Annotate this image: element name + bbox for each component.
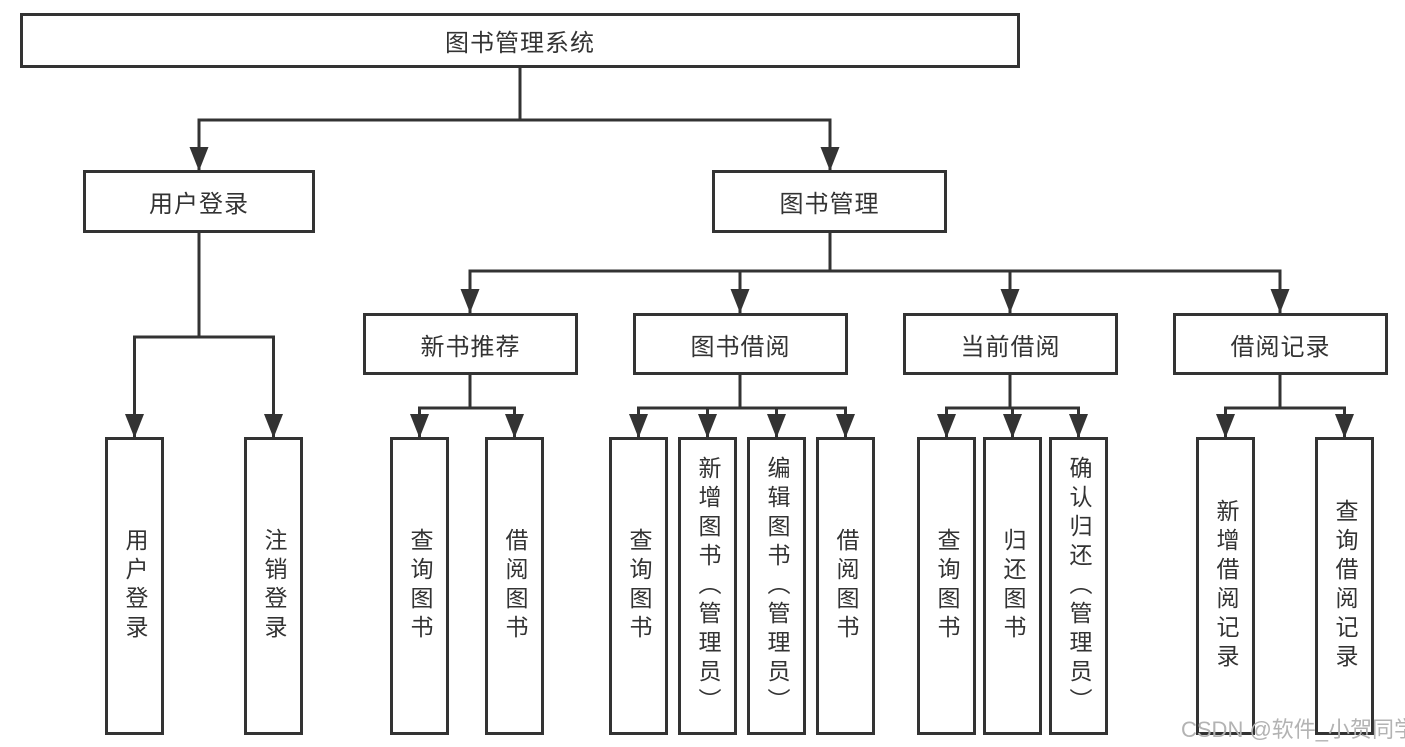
leaf-label: 借阅图书	[833, 528, 859, 644]
leaf-add-book-admin: 新增图书（管理员）	[678, 437, 737, 735]
leaf-query-borrow-record: 查询借阅记录	[1315, 437, 1374, 735]
leaf-label: 查询图书	[934, 528, 960, 644]
node-user-login: 用户登录	[83, 170, 315, 233]
leaf-label: 编辑图书（管理员）	[764, 455, 790, 717]
leaf-label: 借阅图书	[502, 528, 528, 644]
leaf-label: 新增借阅记录	[1213, 499, 1239, 673]
leaf-label: 归还图书	[1000, 528, 1026, 644]
node-borrowing-records: 借阅记录	[1173, 313, 1388, 375]
node-new-book-recommendation: 新书推荐	[363, 313, 578, 375]
leaf-logout: 注销登录	[244, 437, 303, 735]
node-label: 借阅记录	[1230, 333, 1331, 361]
leaf-label: 查询借阅记录	[1332, 499, 1358, 673]
leaf-query-books-recommend: 查询图书	[390, 437, 449, 735]
leaf-query-books-current: 查询图书	[917, 437, 976, 735]
leaf-label: 新增图书（管理员）	[695, 455, 721, 717]
leaf-borrow-books-recommend: 借阅图书	[485, 437, 544, 735]
node-label: 用户登录	[149, 191, 249, 218]
node-label: 图书管理	[779, 191, 880, 218]
leaf-borrow-books-borrow: 借阅图书	[816, 437, 875, 735]
leaf-query-books-borrow: 查询图书	[609, 437, 668, 735]
leaf-user-login: 用户登录	[105, 437, 164, 735]
leaf-confirm-return-admin: 确认归还（管理员）	[1049, 437, 1108, 735]
leaf-label: 确认归还（管理员）	[1066, 455, 1092, 717]
leaf-return-book: 归还图书	[983, 437, 1042, 735]
node-label: 图书管理系统	[445, 30, 595, 57]
node-label: 图书借阅	[690, 333, 791, 361]
node-library-system-root: 图书管理系统	[20, 13, 1020, 68]
leaf-label: 注销登录	[261, 528, 287, 644]
leaf-add-borrow-record: 新增借阅记录	[1196, 437, 1255, 735]
node-label: 新书推荐	[420, 333, 521, 361]
node-book-management: 图书管理	[712, 170, 947, 233]
csdn-watermark: CSDN @软件_小贺同学	[1181, 717, 1405, 742]
leaf-edit-book-admin: 编辑图书（管理员）	[747, 437, 806, 735]
leaf-label: 用户登录	[122, 528, 148, 644]
leaf-label: 查询图书	[626, 528, 652, 644]
leaf-label: 查询图书	[407, 528, 433, 644]
node-label: 当前借阅	[960, 333, 1061, 361]
node-current-borrowing: 当前借阅	[903, 313, 1118, 375]
node-book-borrowing: 图书借阅	[633, 313, 848, 375]
